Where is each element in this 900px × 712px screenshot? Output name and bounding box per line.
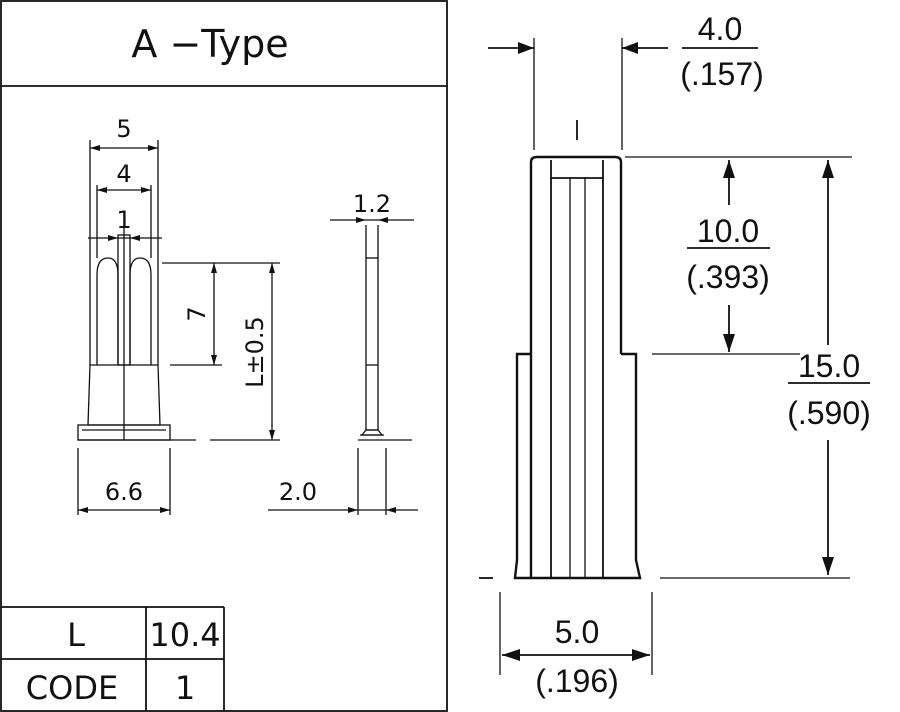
right-view-outline [479, 120, 850, 580]
panel-title: A −Type [131, 22, 288, 66]
dim-width-4 [96, 185, 152, 258]
dim-base-width-5-0 [499, 592, 653, 675]
dim-label-6-6: 6.6 [105, 478, 143, 506]
dim-total-height-inch: (.590) [787, 395, 871, 431]
dim-top-width-mm: 4.0 [698, 11, 742, 47]
left-panel-frame [0, 0, 448, 712]
table-label-code: CODE [26, 669, 118, 707]
front-view-outline [77, 148, 196, 441]
dim-label-length: L±0.5 [241, 316, 269, 388]
dim-total-height-mm: 15.0 [798, 348, 860, 384]
side-view-outline [358, 257, 412, 441]
dim-top-width-inch: (.157) [680, 56, 764, 92]
table-value-code: 1 [175, 669, 195, 707]
spec-table [1, 606, 225, 711]
dim-base-width-mm: 5.0 [555, 614, 599, 650]
dim-label-2-0: 2.0 [279, 478, 317, 506]
dim-top-width-4-0 [488, 38, 758, 150]
dim-side-base-2-0 [268, 448, 418, 515]
dim-total-height-15-0 [788, 160, 870, 575]
dim-label-4: 4 [116, 160, 131, 188]
dim-upper-height-mm: 10.0 [697, 213, 759, 249]
table-value-L: 10.4 [149, 616, 220, 654]
dim-upper-height-10-0 [687, 160, 770, 352]
dim-label-5: 5 [116, 115, 131, 143]
dim-label-1: 1 [116, 206, 131, 234]
dim-label-1-2: 1.2 [353, 190, 391, 218]
dim-label-7: 7 [183, 306, 211, 321]
dim-slot-1 [88, 235, 162, 241]
dim-base-width-inch: (.196) [535, 663, 619, 699]
dim-width-5 [89, 140, 159, 151]
dim-base-6-6 [77, 448, 171, 515]
table-label-L: L [67, 616, 85, 654]
dim-upper-height-inch: (.393) [686, 259, 770, 295]
dim-thickness-1-2 [330, 217, 414, 258]
dim-length-L [210, 262, 280, 441]
dim-slot-depth-7 [162, 262, 222, 366]
